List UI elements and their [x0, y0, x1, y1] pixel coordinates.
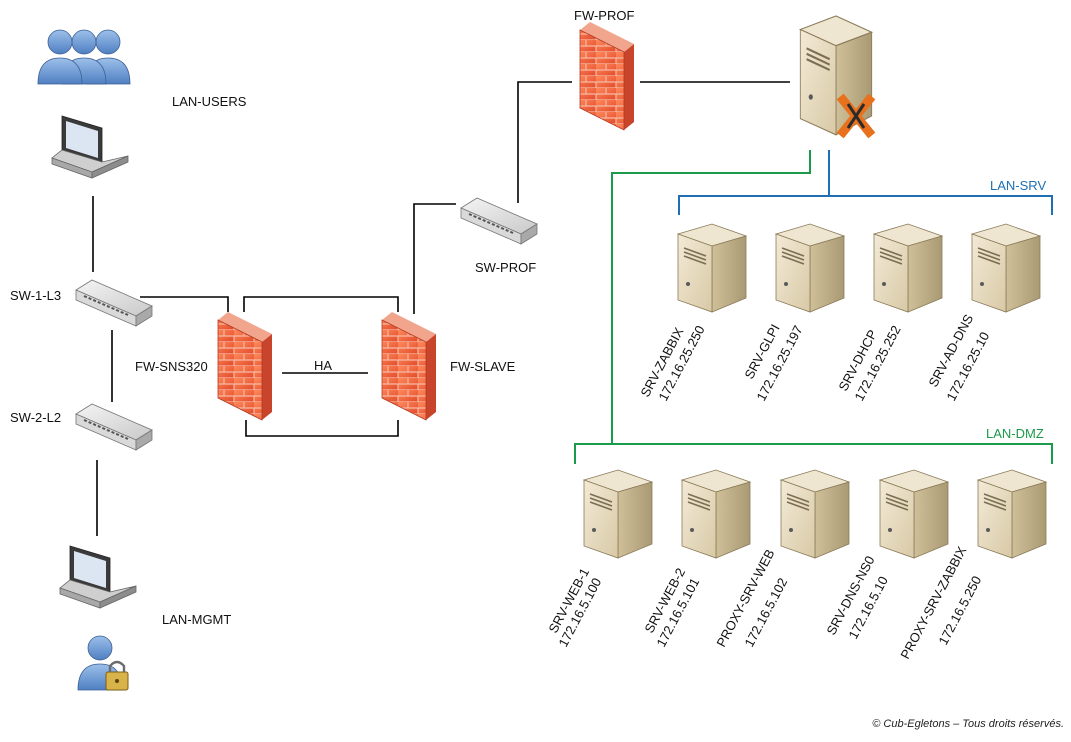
dmz-server-1: SRV-WEB-1 172.16.5.100 — [545, 469, 653, 649]
firewall-sns320-icon — [217, 311, 273, 421]
laptop-users-icon — [51, 115, 129, 179]
admin-lock-icon — [77, 635, 129, 691]
lan-srv-label: LAN-SRV — [990, 178, 1046, 193]
fw-slave-label: FW-SLAVE — [450, 359, 516, 374]
switch-sw1-icon — [75, 279, 153, 327]
firewall-prof-icon — [579, 21, 635, 131]
proxmox-host-icon — [799, 14, 876, 139]
users-group-icon — [37, 29, 131, 85]
copyright-notice: © Cub-Egletons – Tous droits réservés. — [872, 718, 1064, 730]
srv-server-1: SRV-ZABBIX 172.16.25.250 — [637, 223, 747, 403]
sw-prof-label: SW-PROF — [475, 260, 536, 275]
sw1-label: SW-1-L3 — [10, 288, 61, 303]
switch-prof-icon — [460, 197, 538, 245]
lan-mgmt-label: LAN-MGMT — [162, 612, 231, 627]
lan-users-label: LAN-USERS — [172, 94, 247, 109]
fw-prof-label: FW-PROF — [574, 8, 634, 23]
firewall-slave-icon — [381, 311, 437, 421]
lan-dmz-label: LAN-DMZ — [986, 426, 1044, 441]
lan-srv-bus — [678, 150, 1053, 215]
srv-server-3: SRV-DHCP 172.16.25.252 — [835, 223, 943, 403]
ha-label: HA — [314, 358, 332, 373]
srv-server-4: SRV-AD-DNS 172.16.25.10 — [925, 223, 1041, 403]
wires — [92, 81, 790, 536]
switch-sw2-icon — [75, 403, 153, 451]
srv-server-2: SRV-GLPI 172.16.25.197 — [741, 223, 845, 403]
laptop-mgmt-icon — [59, 545, 137, 609]
sw2-label: SW-2-L2 — [10, 410, 61, 425]
lan-dmz-bus — [574, 150, 1053, 464]
fw-sns-label: FW-SNS320 — [135, 359, 208, 374]
